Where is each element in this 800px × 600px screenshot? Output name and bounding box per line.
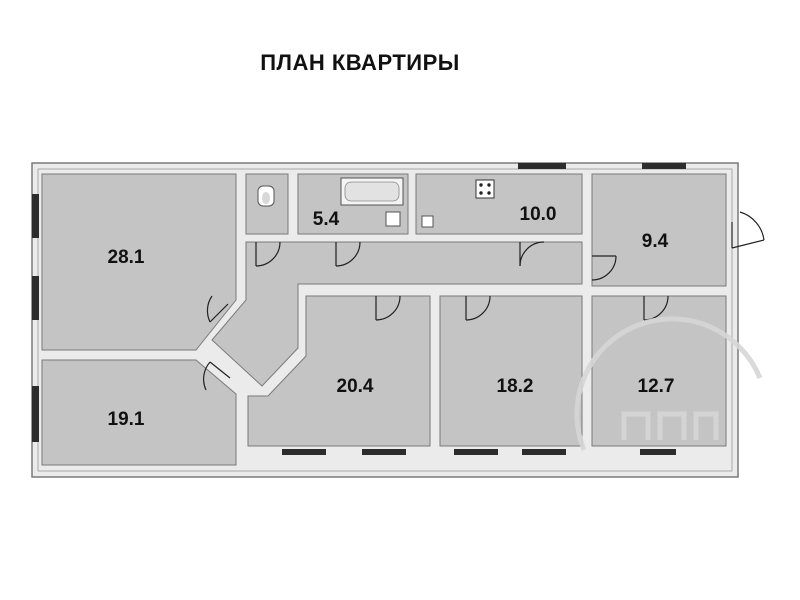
area-label-10-0: 10.0	[520, 204, 557, 225]
room-9-4	[591, 173, 727, 287]
door-icon	[591, 255, 617, 281]
door-icon	[202, 361, 231, 391]
window-icon	[518, 163, 566, 169]
corridor	[211, 241, 583, 387]
door-icon	[465, 295, 491, 321]
window-icon	[362, 449, 406, 455]
door-icon	[519, 241, 545, 267]
windows	[32, 163, 686, 455]
window-icon	[32, 276, 39, 320]
sink-icon	[421, 215, 434, 228]
sink-icon	[385, 211, 401, 227]
area-label-12-7: 12.7	[638, 376, 675, 397]
stove-icon	[475, 179, 495, 199]
room-18-2	[439, 295, 583, 447]
area-label-9-4: 9.4	[642, 231, 669, 252]
entrance-door-icon	[731, 211, 765, 249]
plan-title: ПЛАН КВАРТИРЫ	[260, 50, 460, 75]
door-icon	[375, 295, 401, 321]
window-icon	[640, 449, 676, 455]
doors	[202, 211, 765, 391]
door-icon	[255, 241, 281, 267]
area-label-5-4: 5.4	[313, 209, 340, 230]
room-28-1	[41, 173, 237, 351]
toilet-icon	[257, 185, 275, 207]
room-20-4	[247, 295, 431, 447]
door-icon	[335, 241, 361, 267]
area-label-18-2: 18.2	[497, 376, 534, 397]
area-label-19-1: 19.1	[108, 409, 145, 430]
window-icon	[454, 449, 498, 455]
window-icon	[642, 163, 686, 169]
window-icon	[282, 449, 326, 455]
window-icon	[32, 194, 39, 238]
bathtub-icon	[340, 177, 404, 206]
area-label-20-4: 20.4	[337, 376, 374, 397]
door-icon	[206, 295, 229, 323]
logo-watermark-icon	[574, 316, 763, 451]
window-icon	[32, 386, 39, 442]
room-19-1	[41, 359, 237, 466]
room-10-0	[415, 173, 583, 235]
area-label-28-1: 28.1	[108, 247, 145, 268]
window-icon	[522, 449, 566, 455]
